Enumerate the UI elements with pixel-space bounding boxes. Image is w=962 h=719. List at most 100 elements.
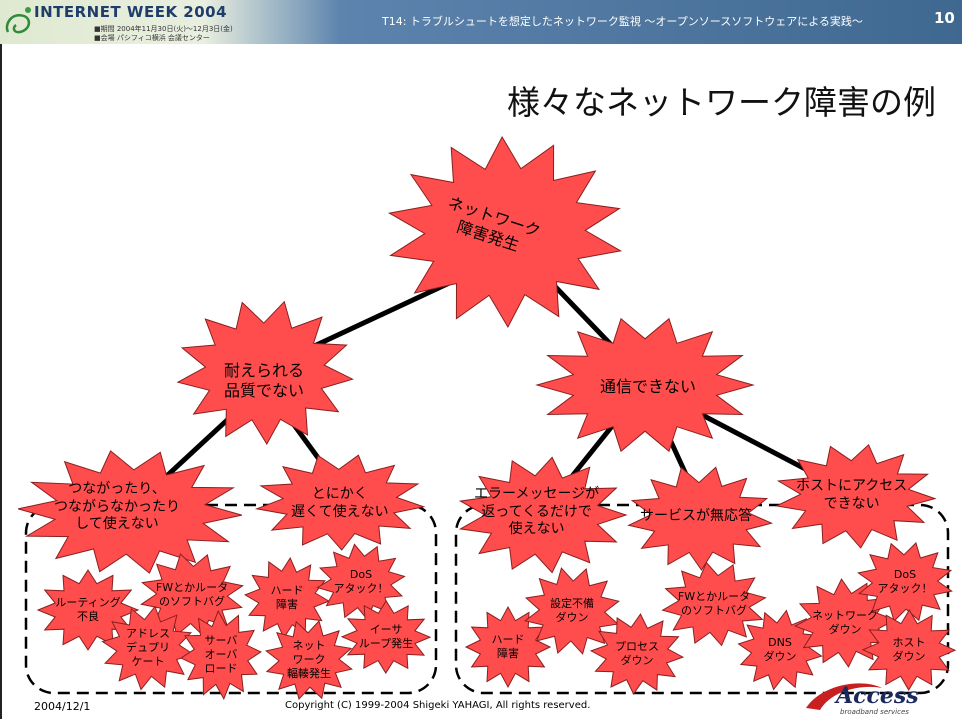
cause-host-access-burst: [774, 443, 937, 549]
cause-no-response-line1: サービスが無応答: [640, 508, 752, 524]
leaf-right-process-down-burst: [589, 613, 685, 695]
cause-error-line2: 返ってくるだけで: [481, 503, 592, 520]
header-logo-area: [0, 0, 340, 44]
internet-week-swirl-icon: [5, 7, 31, 34]
cause-host-access-label: ホストにアクセス できない: [796, 478, 907, 513]
left-branch-label: 耐えられる 品質でない: [224, 361, 304, 401]
leaf-right-network-down-line1: ネットワーク: [812, 609, 878, 622]
left-branch-line2: 品質でない: [224, 381, 305, 400]
cause-connectivity-label: つながったり、 つながらなかったり して使えない: [54, 481, 180, 534]
leaf-left-server-overload-line2: オーバ: [204, 647, 238, 661]
cause-slow-line2: 遅くて使えない: [291, 503, 389, 520]
leaf-right-hardware-failure-right-line1: ハード: [491, 633, 525, 646]
leaf-left-network-congestion-label: ネットワーク輻輳発生: [265, 639, 353, 680]
leaf-right-config-error-down-line1: 設定不備: [550, 597, 594, 610]
left-border-line: [0, 44, 2, 719]
leaf-left-hardware-failure-left-line2: 障害: [276, 597, 298, 611]
leaf-left-address-duplicate-line2: デュプリ: [126, 640, 170, 654]
leaf-left-hardware-failure-left-label: ハード障害: [245, 584, 329, 612]
leaf-left-dos-attack-left-line2: アタック！: [333, 581, 389, 595]
leaf-right-process-down-label: プロセスダウン: [591, 640, 683, 668]
leaf-left-fw-router-bug-left-label: FWとかルータのソフトバグ: [140, 581, 244, 609]
leaf-right-config-error-down-line2: ダウン: [555, 610, 589, 624]
leaf-left-address-duplicate-label: アドレスデュプリケート: [102, 627, 194, 668]
cause-host-access-line1: ホストにアクセス: [796, 478, 908, 494]
leaf-left-ether-loop-label: イーサループ発生: [342, 623, 430, 651]
leaf-right-network-down-label: ネットワークダウン: [795, 609, 895, 637]
leaf-right-host-down-line1: ホスト: [892, 636, 926, 649]
event-period: ■期間 2004年11月30日(火)〜12月3日(金): [94, 25, 233, 33]
cause-connectivity-burst: [17, 450, 243, 574]
leaf-left-routing-bad-line2: 不良: [77, 609, 99, 623]
leaf-right-network-down-line2: ダウン: [828, 622, 862, 636]
left-branch-line1: 耐えられる: [224, 361, 305, 380]
right-branch-line1: 通信できない: [600, 377, 697, 396]
cause-slow-line1: とにかく: [311, 486, 368, 502]
slide-header: INTERNET WEEK 2004 ■期間 2004年11月30日(火)〜12…: [0, 0, 962, 44]
leaf-right-dos-attack-right-burst: [857, 542, 953, 622]
cause-slow-burst: [254, 454, 426, 551]
cause-error-line3: 使えない: [508, 521, 565, 537]
leaf-right-host-down-line2: ダウン: [892, 649, 926, 663]
burst-shapes: [17, 135, 957, 701]
leaf-right-process-down-line2: ダウン: [620, 653, 654, 667]
leaf-left-ether-loop-line2: ループ発生: [358, 636, 414, 650]
footer-copyright: Copyright (C) 1999-2004 Shigeki YAHAGI, …: [285, 700, 591, 711]
leaf-left-routing-bad-label: ルーティング不良: [38, 596, 138, 624]
leaf-right-dos-attack-right-line2: アタック！: [877, 581, 933, 595]
leaf-right-fw-router-bug-right-burst: [661, 561, 767, 647]
cause-connectivity-line3: して使えない: [75, 516, 159, 532]
leaf-right-fw-router-bug-right-line1: FWとかルータ: [677, 590, 751, 603]
leaf-left-server-overload-burst: [180, 609, 262, 701]
leaf-right-dns-down-line1: DNS: [768, 636, 792, 649]
access-logo-swoosh-icon: [806, 683, 882, 710]
group-quality-box: [24, 503, 438, 695]
leaf-right-hardware-failure-right-burst: [464, 605, 552, 689]
brand-tagline: broadband services: [840, 708, 909, 716]
right-branch-burst: [535, 317, 755, 453]
leaf-right-dos-attack-right-line1: DoS: [893, 568, 917, 581]
leaf-left-network-congestion-line1: ネット: [292, 639, 326, 652]
cause-connectivity-line2: つながらなかったり: [54, 498, 180, 515]
cause-no-response-label: サービスが無応答: [640, 508, 752, 526]
leaf-right-hardware-failure-right-line2: 障害: [497, 646, 519, 660]
leaf-left-hardware-failure-left-line1: ハード: [270, 584, 304, 597]
leaf-left-network-congestion-line3: 輻輳発生: [287, 666, 331, 680]
event-venue: ■会場 パシフィコ横浜 会議センター: [94, 34, 210, 42]
leaf-right-hardware-failure-right-label: ハード障害: [466, 633, 550, 661]
cause-slow-label: とにかく 遅くて使えない: [291, 486, 389, 521]
leaf-right-process-down-line1: プロセス: [615, 640, 659, 653]
page-number: 10: [934, 9, 955, 27]
leaf-left-network-congestion-burst: [265, 620, 353, 700]
leaf-left-network-congestion-line2: ワーク: [292, 652, 326, 666]
leaf-right-dns-down-burst: [737, 609, 823, 691]
left-branch-burst: [176, 300, 354, 445]
leaf-left-ether-loop-burst: [340, 600, 432, 674]
leaf-left-server-overload-line3: ロード: [204, 661, 238, 675]
leaf-right-host-down-label: ホストダウン: [863, 636, 955, 664]
leaf-right-config-error-down-burst: [524, 567, 620, 655]
leaf-left-server-overload-label: サーバオーバロード: [181, 634, 261, 675]
leaf-left-ether-loop-line1: イーサ: [369, 623, 403, 636]
brand-name: Access: [836, 683, 919, 709]
leaf-left-fw-router-bug-left-line1: FWとかルータ: [155, 581, 229, 594]
leaf-left-server-overload-line1: サーバ: [204, 634, 238, 647]
slide-title: 様々なネットワーク障害の例: [507, 83, 936, 122]
leaf-left-routing-bad-line1: ルーティング: [55, 596, 121, 609]
internet-week-logo: INTERNET WEEK 2004: [34, 3, 228, 21]
leaf-right-fw-router-bug-right-line2: のソフトバグ: [681, 603, 747, 617]
leaf-right-host-down-burst: [861, 609, 957, 691]
leaf-right-config-error-down-label: 設定不備ダウン: [524, 597, 620, 625]
leaf-left-dos-attack-left-line1: DoS: [349, 568, 373, 581]
cause-no-response-burst: [627, 466, 774, 571]
cause-error-line1: エラーメッセージが: [474, 486, 600, 502]
leaf-left-fw-router-bug-left-line2: のソフトバグ: [159, 594, 225, 608]
footer-date: 2004/12/1: [34, 700, 91, 713]
leaf-right-fw-router-bug-right-label: FWとかルータのソフトバグ: [662, 590, 766, 618]
root-burst: [387, 135, 623, 329]
leaf-right-dns-down-line2: ダウン: [763, 649, 797, 663]
session-title: T14: トラブルシュートを想定したネットワーク監視 〜オープンソースソフトウェ…: [382, 15, 863, 28]
